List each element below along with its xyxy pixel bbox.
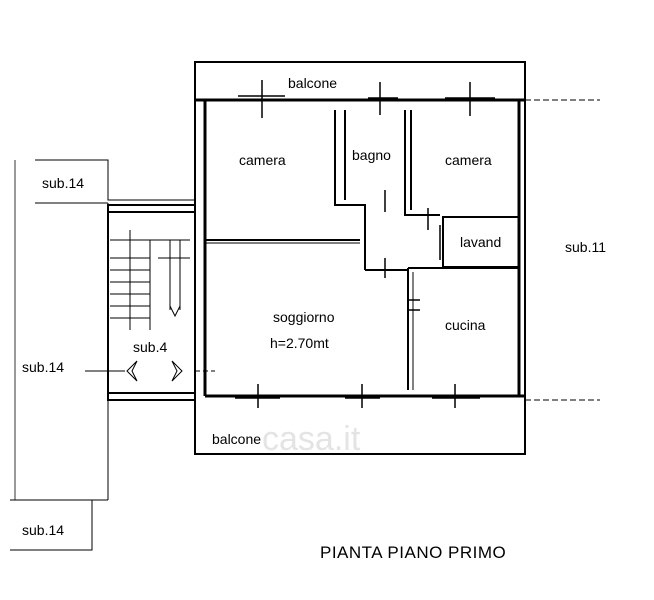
plan-title: PIANTA PIANO PRIMO [320,543,506,562]
label-balcone-top: balcone [288,75,337,91]
watermark-text: casa.it [262,420,361,458]
stair-core [107,204,215,401]
openings [235,80,495,408]
label-lavand: lavand [460,234,501,250]
label-balcone-bottom: balcone [212,431,261,447]
label-sub11: sub.11 [565,239,606,255]
interior-walls [203,100,521,396]
label-soggiorno: soggiorno [273,309,335,325]
label-bagno: bagno [352,147,391,163]
label-camera-right: camera [445,152,492,168]
label-camera-left: camera [239,152,286,168]
label-sub14-top: sub.14 [42,175,84,191]
label-cucina: cucina [445,317,486,333]
building-outline [194,61,526,455]
label-sub14-mid: sub.14 [22,359,64,375]
neighbour-boundaries [10,99,600,551]
label-sub14-bottom: sub.14 [22,522,64,538]
label-sub4: sub.4 [133,339,167,355]
label-soggiorno-height: h=2.70mt [270,335,329,351]
